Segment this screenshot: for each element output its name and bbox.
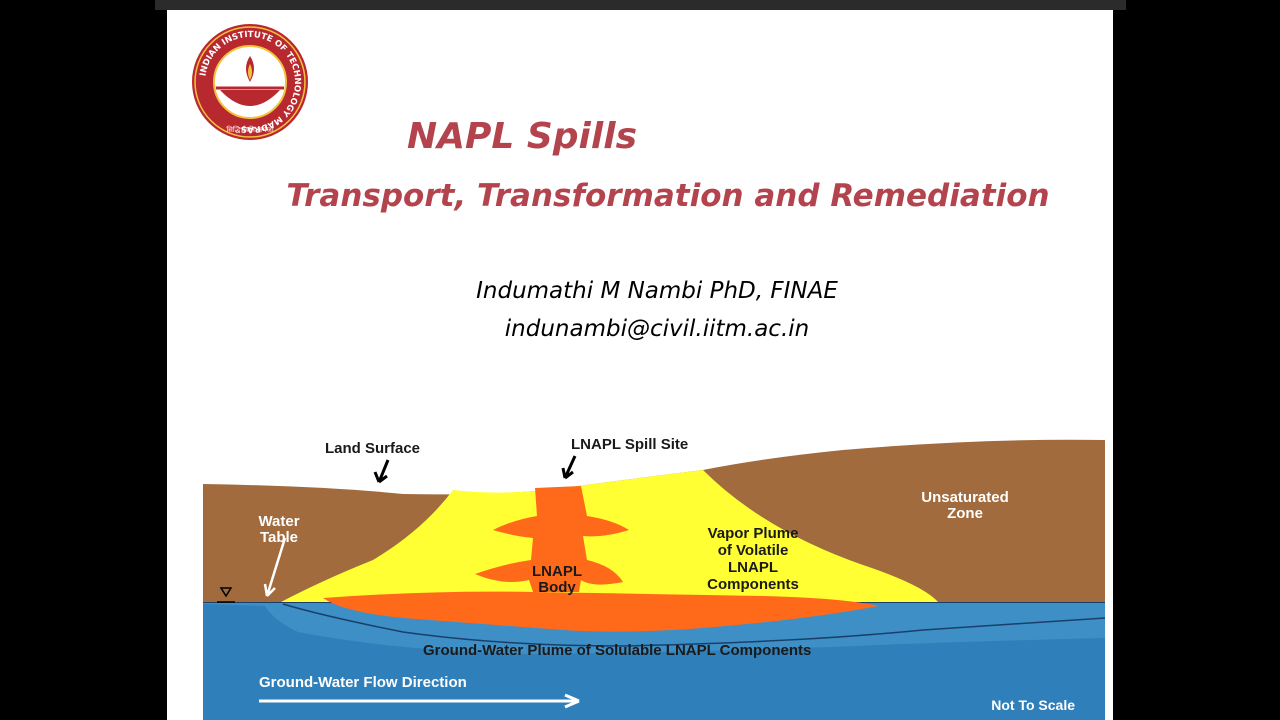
label-spill-site: LNAPL Spill Site: [571, 436, 688, 453]
label-zone: Zone: [947, 505, 983, 522]
author-name: Indumathi M Nambi PhD, FINAE: [476, 278, 838, 304]
iit-madras-logo: INDIAN INSTITUTE OF TECHNOLOGY MADRAS सि…: [192, 24, 308, 140]
label-components: Components: [707, 576, 799, 593]
label-vapor-plume: Vapor Plume: [708, 525, 799, 542]
slide: INDIAN INSTITUTE OF TECHNOLOGY MADRAS सि…: [167, 10, 1113, 720]
lnapl-pool: [323, 591, 879, 632]
label-water: Water: [258, 513, 299, 530]
label-flow-direction: Ground-Water Flow Direction: [259, 674, 467, 691]
label-land-surface: Land Surface: [325, 440, 420, 457]
label-not-to-scale: Not To Scale: [991, 697, 1075, 713]
label-table: Table: [260, 529, 298, 546]
vapor-plume: [281, 470, 938, 602]
label-gw-plume: Ground-Water Plume of Solulable LNAPL Co…: [423, 642, 811, 659]
label-lnapl-vapor: LNAPL: [728, 559, 778, 576]
lnapl-spill-diagram: Land Surface LNAPL Spill Site Water Tabl…: [203, 436, 1105, 720]
lnapl-body: [475, 486, 629, 592]
slide-title: NAPL Spills: [407, 116, 637, 157]
window-top-bar: [155, 0, 1126, 10]
logo-motto: सिद्धिर्भवति कर्मजा: [226, 125, 274, 134]
label-lnapl: LNAPL: [532, 563, 582, 580]
slide-subtitle: Transport, Transformation and Remediatio…: [286, 178, 1050, 214]
label-unsaturated: Unsaturated: [921, 489, 1009, 506]
label-body: Body: [538, 579, 576, 596]
deep-water-shade: [203, 604, 1105, 720]
author-email: indunambi@civil.iitm.ac.in: [504, 316, 810, 342]
label-of-volatile: of Volatile: [718, 542, 789, 559]
